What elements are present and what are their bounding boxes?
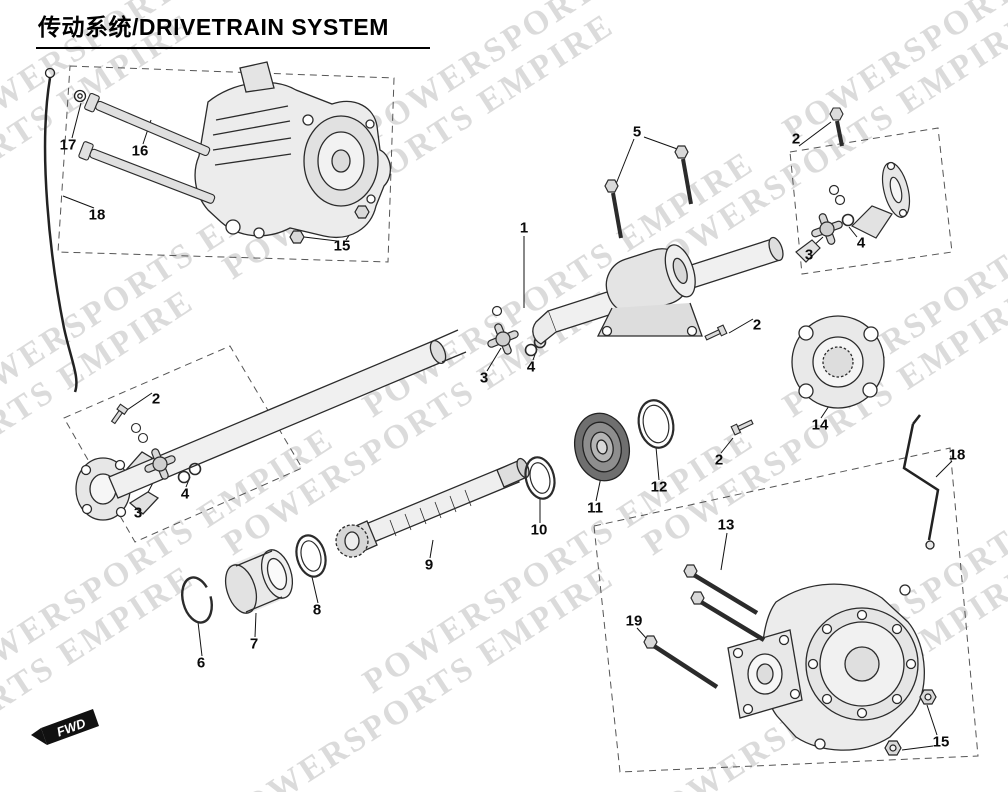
- part-ring-10: [524, 456, 556, 500]
- part-washer-17: [73, 89, 87, 103]
- part-front-prop-shaft: [75, 329, 467, 521]
- part-vent-line-right: [902, 414, 940, 550]
- part-rear-differential: [727, 583, 925, 751]
- part-bolt-19: [643, 635, 719, 689]
- part-ujoint-3-center: [487, 305, 547, 357]
- part-vent-line-left: [43, 67, 78, 393]
- part-flange-14: [791, 315, 885, 409]
- part-collar-7: [224, 549, 294, 614]
- part-ring-8: [295, 534, 327, 578]
- fwd-marker: FWD: [31, 709, 99, 745]
- part-bolts-2-mid: [704, 324, 754, 436]
- part-ujoint-right: [795, 161, 911, 263]
- part-ring-6: [181, 576, 213, 624]
- part-bolts-13: [683, 564, 766, 642]
- part-bolt-2-top-right: [829, 107, 844, 147]
- page-title: 传动系统/DRIVETRAIN SYSTEM: [36, 8, 430, 49]
- part-ujoint-3-left: [144, 448, 202, 484]
- part-bolt-2-left: [110, 403, 149, 444]
- part-front-differential: [194, 61, 391, 239]
- part-rear-prop-shaft: [532, 236, 784, 345]
- part-output-shaft-9: [335, 457, 530, 558]
- part-boot-11: [574, 412, 630, 482]
- part-bolts-5: [604, 145, 693, 239]
- part-bolts-16: [78, 92, 216, 204]
- part-ring-12: [637, 399, 675, 449]
- part-nuts-15-front: [289, 205, 370, 244]
- part-nuts-15-rear: [884, 689, 937, 756]
